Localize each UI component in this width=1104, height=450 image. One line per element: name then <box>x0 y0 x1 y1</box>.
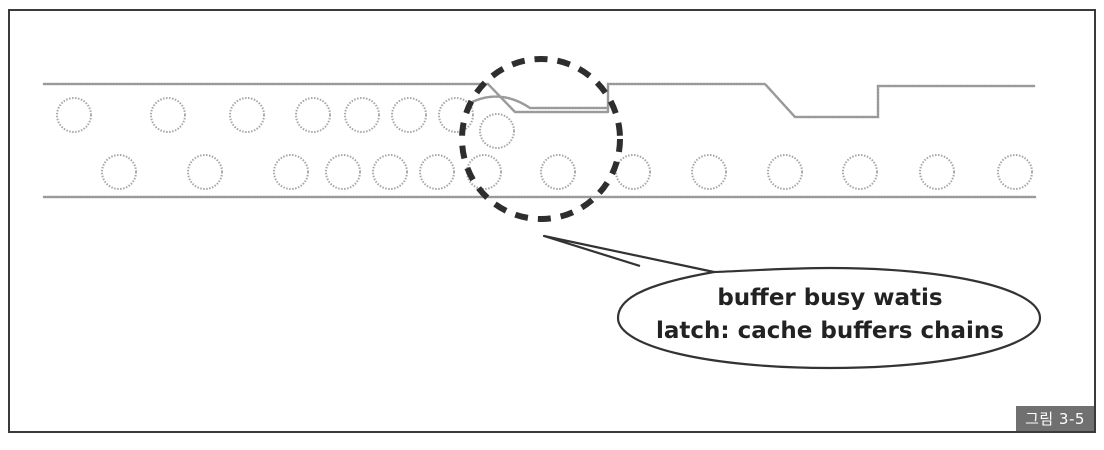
particle <box>997 154 1033 190</box>
particle <box>150 97 186 133</box>
particle <box>479 113 515 149</box>
particle <box>391 97 427 133</box>
particles <box>56 97 1033 190</box>
pipe <box>42 82 1037 199</box>
particle <box>767 154 803 190</box>
callout-line-2: latch: cache buffers chains <box>656 318 1004 344</box>
figure-label: 그림 3-5 <box>1025 410 1085 428</box>
callout-line-1: buffer busy watis <box>717 285 942 311</box>
particle <box>273 154 309 190</box>
particle <box>372 154 408 190</box>
particle <box>919 154 955 190</box>
particle <box>466 154 502 190</box>
particle <box>344 97 380 133</box>
contention-ring <box>459 56 623 222</box>
figure-frame <box>8 9 1096 433</box>
particle <box>615 154 651 190</box>
particle <box>295 97 331 133</box>
particle <box>438 97 474 133</box>
speech-bubble <box>542 234 1042 370</box>
particle <box>842 154 878 190</box>
figure-label-badge <box>1016 406 1094 431</box>
particle <box>229 97 265 133</box>
particle <box>419 154 455 190</box>
particle <box>187 154 223 190</box>
particle <box>101 154 137 190</box>
particle <box>56 97 92 133</box>
particle <box>325 154 361 190</box>
merge-curve <box>468 95 610 110</box>
particle <box>691 154 727 190</box>
particle <box>540 154 576 190</box>
